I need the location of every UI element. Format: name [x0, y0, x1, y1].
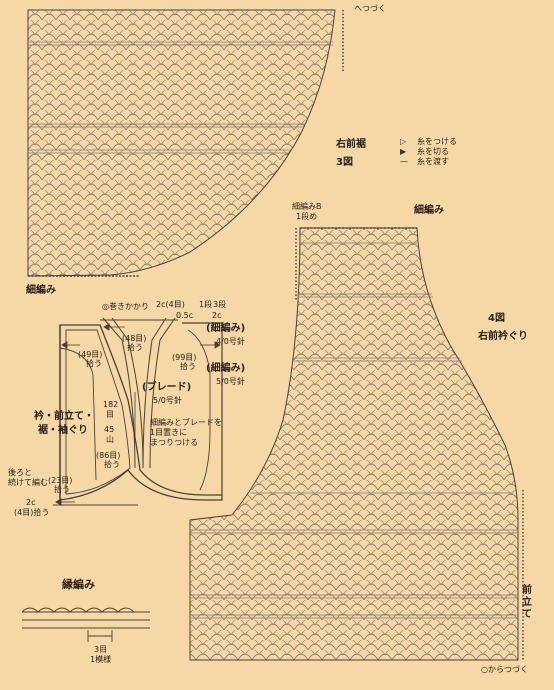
vest-braid: (ブレード) — [142, 382, 192, 393]
legend-pass: ⁓ 糸を渡す — [400, 156, 449, 167]
edging-note-2: 1模様 — [90, 655, 112, 664]
vest-182: 182 — [103, 400, 119, 409]
vest-23: (23目) — [48, 476, 73, 485]
vest-182-unit: 目 — [106, 410, 114, 419]
figure-4-start-label-1: 細編みB — [292, 202, 322, 211]
vest-49: (49目) — [78, 350, 103, 359]
vest-cont-1: 後ろと — [8, 468, 32, 477]
vest-48-pick: 拾う — [127, 343, 143, 352]
vest-edge-left: (細編み) — [206, 323, 246, 334]
vest-23-pick: 拾う — [54, 485, 70, 494]
figure-3-fig-label: 3図 — [336, 157, 353, 168]
vest-99-pick: 拾う — [180, 362, 196, 371]
figure-4-part-label: 右前衿ぐり — [478, 331, 528, 342]
vest-edge-right: (細編み) — [206, 363, 246, 374]
figure-4-start-label-2: 1段め — [296, 212, 318, 221]
vest-edge-right-needle: 5/0号針 — [216, 377, 245, 386]
vest-main-label-2: 裾・袖ぐり — [38, 425, 88, 436]
vest-1row: 1段 — [199, 300, 213, 309]
vest-86-pick: 拾う — [104, 460, 120, 469]
figure-4-band-lines — [190, 242, 518, 619]
figure-3-part-label: 右前裾 — [336, 139, 366, 150]
vest-cont-2: 続けて編む — [8, 478, 48, 487]
wavy-arrow-icon: ⁓ — [400, 157, 408, 166]
figure-4-top-label: 細編み — [414, 205, 444, 216]
legend-attach: ▷ 糸をつける — [400, 136, 457, 147]
figure-4-bottom-note: ○からつづく — [481, 665, 528, 674]
edging-chart — [21, 607, 150, 642]
figure-4-side-label: 前立て — [522, 585, 532, 620]
vest-4-pick: (4目)拾う — [14, 508, 50, 517]
vest-05c: 0.5c — [176, 311, 194, 320]
legend-cut-text: 糸を切る — [417, 147, 449, 156]
legend-attach-text: 糸をつける — [417, 137, 457, 146]
vest-3row: 3段 — [213, 300, 227, 309]
figure-4-panel — [189, 227, 524, 661]
vest-2c-bottom: 2c — [26, 498, 36, 507]
edging-title: 縁編み — [62, 578, 95, 591]
vest-note-1: 細編みとブレードを — [150, 418, 222, 427]
triangle-open-icon: ▷ — [400, 137, 407, 146]
vest-arrows — [55, 323, 221, 506]
vest-braid-needle: 5/0号針 — [153, 396, 182, 405]
vest-note-2: 1目置きに — [150, 428, 188, 437]
vest-86: (86目) — [96, 451, 121, 460]
vest-start-label: ◎巻きかかり — [102, 302, 149, 311]
figure-4-fig-label: 4図 — [488, 313, 505, 324]
edging-note-1: 3目 — [94, 645, 108, 654]
vest-2c-top: 2c(4目) — [156, 300, 185, 309]
figure-3-panel — [27, 9, 344, 277]
vest-48: (48目) — [122, 334, 147, 343]
legend-cut: ▶ 糸を切る — [400, 146, 449, 157]
vest-49-pick: 拾う — [86, 359, 102, 368]
vest-45: 45 — [104, 425, 115, 434]
figure-3-edge-label: 細編み — [26, 285, 56, 296]
vest-note-3: まつりつける — [150, 438, 199, 447]
vest-schematic — [53, 317, 223, 506]
triangle-filled-icon: ▶ — [400, 147, 407, 156]
vest-99: (99目) — [172, 353, 197, 362]
vest-edge-left-needle: 4/0号針 — [216, 337, 245, 346]
legend-pass-text: 糸を渡す — [417, 157, 449, 166]
vest-45-unit: 山 — [106, 435, 114, 444]
vest-2c-right: 2c — [212, 311, 222, 320]
vest-main-label-1: 衿・前立て・ — [34, 411, 94, 422]
figure-3-top-note: へつづく — [354, 4, 386, 13]
figure-3-band-lines — [28, 41, 333, 154]
